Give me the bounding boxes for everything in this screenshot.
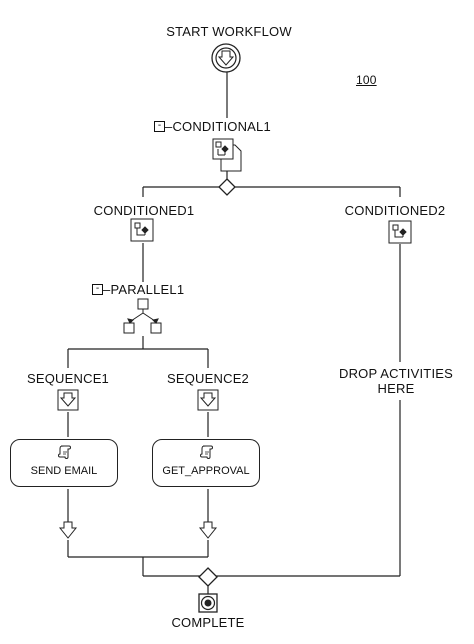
conditioned1-label: CONDITIONED1: [93, 203, 195, 218]
reference-number: 100: [356, 73, 377, 87]
conditioned2-icon: [388, 220, 412, 244]
complete-icon: [198, 593, 218, 613]
collapse-toggle-parallel[interactable]: -: [92, 284, 103, 295]
send-email-activity[interactable]: SEND EMAIL: [10, 439, 118, 487]
conditional-activity-icon: [212, 138, 242, 172]
conditioned1-icon: [130, 218, 154, 242]
send-email-label: SEND EMAIL: [30, 465, 98, 477]
drop-placeholder-line2: HERE: [377, 381, 415, 396]
sequence2-label: SEQUENCE2: [167, 371, 249, 386]
drop-placeholder-line1: DROP ACTIVITIES: [338, 366, 454, 381]
join-diamond: [198, 567, 218, 587]
drop-activities-placeholder[interactable]: DROP ACTIVITIES HERE: [339, 366, 453, 396]
collapse-toggle-conditional[interactable]: -: [154, 121, 165, 132]
drop-arrow-icon: [58, 521, 78, 539]
parallel-label: –PARALLEL1: [103, 282, 185, 297]
branch-diamond: [218, 178, 236, 196]
conditioned2-label: CONDITIONED2: [344, 203, 446, 218]
code-activity-icon: [58, 445, 71, 459]
sequence2-icon: [197, 389, 219, 411]
drop-arrow-icon: [198, 521, 218, 539]
conditional-label: –CONDITIONAL1: [165, 119, 271, 134]
get-approval-activity[interactable]: GET_APPROVAL: [152, 439, 260, 487]
complete-label: COMPLETE: [171, 615, 245, 630]
start-workflow-label: START WORKFLOW: [166, 24, 292, 39]
sequence1-label: SEQUENCE1: [27, 371, 109, 386]
parallel-activity-icon: [123, 298, 162, 334]
code-activity-icon: [200, 445, 213, 459]
start-workflow-icon: [211, 43, 241, 73]
sequence1-icon: [57, 389, 79, 411]
get-approval-label: GET_APPROVAL: [162, 465, 250, 477]
